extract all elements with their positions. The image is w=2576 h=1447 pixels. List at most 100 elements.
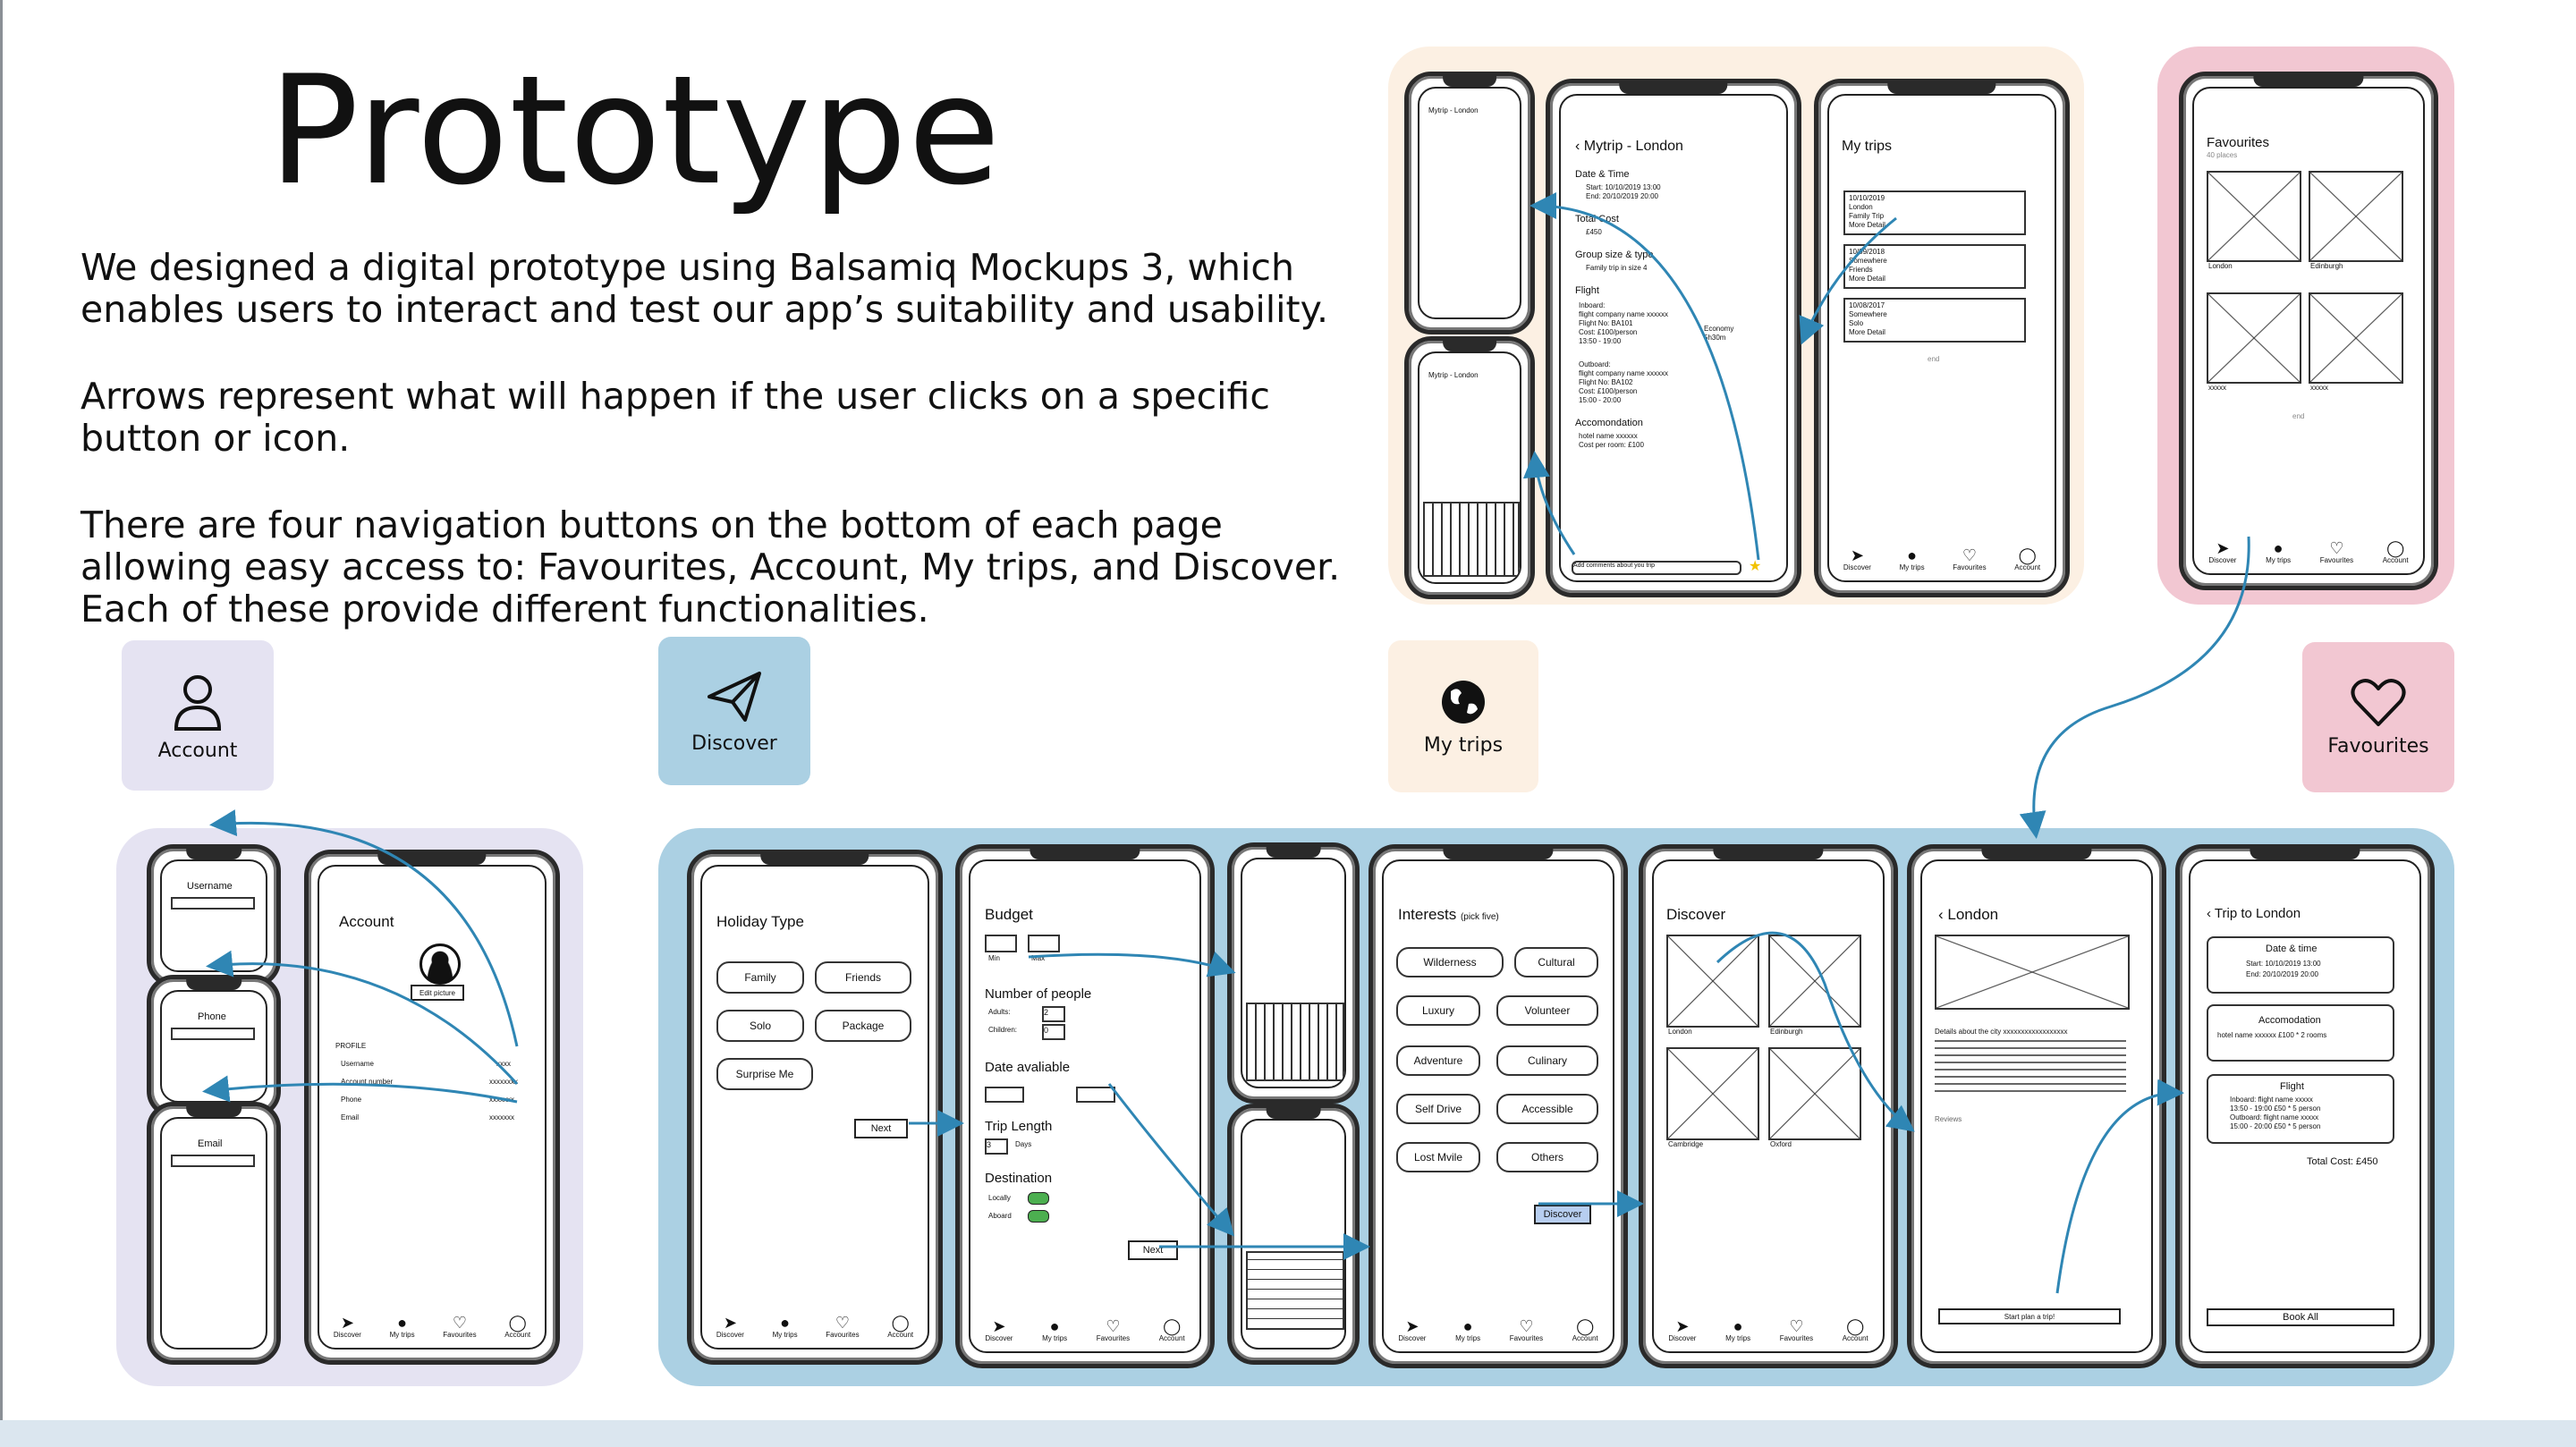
nav-favourites[interactable]: ♡Favourites xyxy=(1096,1317,1131,1342)
nav-mytrips[interactable]: ●My trips xyxy=(1725,1317,1751,1342)
trip-card[interactable] xyxy=(1843,298,2026,343)
nav-discover[interactable]: ➤Discover xyxy=(985,1317,1013,1342)
locally-toggle[interactable] xyxy=(1028,1192,1049,1205)
favourite-card-image[interactable] xyxy=(2309,292,2403,384)
person-icon: ◯ xyxy=(2018,546,2037,564)
nav-favourites[interactable]: ♡Favourites xyxy=(826,1314,860,1339)
nav-account[interactable]: ◯Account xyxy=(2014,546,2041,571)
nav-favourites[interactable]: ♡Favourites xyxy=(2319,539,2354,564)
aboard-toggle[interactable] xyxy=(1028,1210,1049,1223)
avatar[interactable] xyxy=(419,944,461,985)
budget-title: Budget xyxy=(985,906,1033,923)
interest-culinary[interactable]: Culinary xyxy=(1496,1045,1598,1076)
nav-discover[interactable]: ➤Discover xyxy=(333,1314,361,1339)
nav-account[interactable]: ◯Account xyxy=(1158,1317,1185,1342)
interest-others[interactable]: Others xyxy=(1496,1142,1598,1172)
option-solo[interactable]: Solo xyxy=(716,1010,804,1042)
book-all-button[interactable]: Book All xyxy=(2207,1308,2394,1326)
discover-card-label: Edinburgh xyxy=(1770,1028,1803,1036)
date-from-field[interactable] xyxy=(985,1087,1024,1103)
start-plan-button[interactable]: Start plan a trip! xyxy=(1938,1308,2121,1324)
date-to-field[interactable] xyxy=(1076,1087,1115,1103)
trip-card[interactable] xyxy=(1843,244,2026,289)
favourite-card-image[interactable] xyxy=(2207,292,2301,384)
children-stepper[interactable]: 0 xyxy=(1042,1024,1065,1040)
keyboard[interactable] xyxy=(1423,502,1520,577)
favourite-card-label: Edinburgh xyxy=(2310,262,2343,270)
discover-card-image[interactable] xyxy=(1768,1047,1861,1140)
budget-max-field[interactable] xyxy=(1028,935,1060,952)
discover-card-image[interactable] xyxy=(1666,935,1759,1028)
interest-lost-mvile[interactable]: Lost Mvile xyxy=(1396,1142,1480,1172)
heart-icon: ♡ xyxy=(1789,1317,1804,1335)
nav-favourites[interactable]: ♡Favourites xyxy=(443,1314,477,1339)
interest-accessible[interactable]: Accessible xyxy=(1496,1094,1598,1124)
more-detail-link[interactable]: More Detail xyxy=(1849,221,1885,229)
mini-email-field[interactable] xyxy=(171,1155,255,1167)
globe-icon: ● xyxy=(1462,1317,1473,1335)
more-detail-link[interactable]: More Detail xyxy=(1849,328,1885,336)
nav-discover[interactable]: ➤Discover xyxy=(1398,1317,1427,1342)
edit-picture-button[interactable]: Edit picture xyxy=(411,985,464,1001)
interest-adventure[interactable]: Adventure xyxy=(1396,1045,1480,1076)
nav-discover[interactable]: ➤Discover xyxy=(2208,539,2237,564)
next-button[interactable]: Next xyxy=(854,1119,908,1138)
keyboard[interactable] xyxy=(1246,1003,1344,1081)
interest-self-drive[interactable]: Self Drive xyxy=(1396,1094,1480,1124)
nav-discover[interactable]: ➤Discover xyxy=(716,1314,744,1339)
nav-mytrips[interactable]: ●My trips xyxy=(389,1314,415,1339)
nav-discover[interactable]: ➤Discover xyxy=(1843,546,1871,571)
mini-phone-field[interactable] xyxy=(171,1028,255,1040)
nav-mytrips[interactable]: ●My trips xyxy=(1899,546,1925,571)
favourite-card-image[interactable] xyxy=(2207,171,2301,262)
nav-account[interactable]: ◯Account xyxy=(1572,1317,1598,1342)
nav-mytrips[interactable]: ●My trips xyxy=(772,1314,798,1339)
adults-stepper[interactable]: 2 xyxy=(1042,1006,1065,1022)
mytrip-in1: flight company name xxxxxx xyxy=(1579,310,1669,318)
interest-luxury[interactable]: Luxury xyxy=(1396,995,1480,1026)
trip-flight-heading: Flight xyxy=(2280,1081,2304,1092)
nav-account[interactable]: ◯Account xyxy=(504,1314,531,1339)
interest-cultural[interactable]: Cultural xyxy=(1514,947,1598,977)
option-package[interactable]: Package xyxy=(815,1010,911,1042)
date-heading: Date avaliable xyxy=(985,1060,1071,1075)
comment-input[interactable]: Add comments about you trip xyxy=(1572,561,1741,575)
nav-favourites[interactable]: ♡Favourites xyxy=(1509,1317,1544,1342)
calendar[interactable] xyxy=(1246,1251,1344,1330)
discover-card-image[interactable] xyxy=(1768,935,1861,1028)
nav-discover[interactable]: ➤Discover xyxy=(1668,1317,1697,1342)
nav-account[interactable]: ◯Account xyxy=(2382,539,2409,564)
nav-favourites[interactable]: ♡Favourites xyxy=(1779,1317,1814,1342)
option-friends[interactable]: Friends xyxy=(815,961,911,994)
interest-wilderness[interactable]: Wilderness xyxy=(1396,947,1504,977)
mytrip-economy: Economy xyxy=(1704,325,1734,333)
favourites-tile-label: Favourites xyxy=(2327,734,2429,757)
london-image xyxy=(1935,935,2130,1010)
nav-favourites[interactable]: ♡Favourites xyxy=(1953,546,1987,571)
discover-button[interactable]: Discover xyxy=(1534,1205,1591,1224)
star-icon[interactable]: ★ xyxy=(1749,559,1762,574)
discover-card-image[interactable] xyxy=(1666,1047,1759,1140)
trip-inbound: Inboard: flight name xxxxx xyxy=(2230,1096,2313,1104)
more-detail-link[interactable]: More Detail xyxy=(1849,275,1885,283)
mytrip-cost: £450 xyxy=(1586,228,1602,236)
option-surprise-me[interactable]: Surprise Me xyxy=(716,1058,813,1090)
london-text-block xyxy=(1935,1040,2126,1097)
nav-account[interactable]: ◯Account xyxy=(1842,1317,1868,1342)
paper-plane-icon: ➤ xyxy=(1675,1317,1690,1335)
trip-outbound: Outboard: flight name xxxxx xyxy=(2230,1113,2319,1121)
mini-username-field[interactable] xyxy=(171,897,255,910)
nav-account[interactable]: ◯Account xyxy=(887,1314,914,1339)
nav-mytrips[interactable]: ●My trips xyxy=(1455,1317,1481,1342)
interest-volunteer[interactable]: Volunteer xyxy=(1496,995,1598,1026)
trip-card[interactable] xyxy=(1843,190,2026,235)
nav-mytrips[interactable]: ●My trips xyxy=(1042,1317,1068,1342)
favourite-card-image[interactable] xyxy=(2309,171,2403,262)
budget-min-field[interactable] xyxy=(985,935,1017,952)
paper-plane-icon: ➤ xyxy=(2216,539,2230,557)
mytrip-outboard: Outboard: xyxy=(1579,360,1611,368)
option-family[interactable]: Family xyxy=(716,961,804,994)
days-stepper[interactable]: 3 xyxy=(985,1138,1008,1155)
nav-mytrips[interactable]: ●My trips xyxy=(2266,539,2292,564)
arrow-budget-to-keyboard xyxy=(1028,952,1236,977)
